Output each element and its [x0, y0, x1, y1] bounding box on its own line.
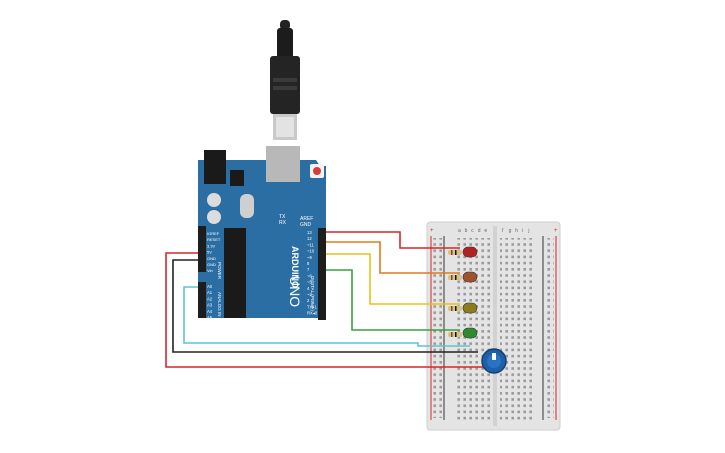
power-pin-label: GND — [207, 262, 216, 267]
atmega-chip — [224, 228, 246, 318]
power-header — [198, 226, 206, 272]
arduino-board[interactable]: ARDUINO UNO AREF GND DIGITAL (PWM~) TX R… — [198, 146, 326, 320]
digital-pin-label: ~11 — [307, 242, 314, 247]
rail-plus-label-right: + — [554, 228, 558, 234]
wires — [165, 231, 488, 368]
digital-pin-label: ~5 — [307, 280, 312, 285]
power-pin-label: RESET — [207, 237, 221, 242]
led-orange — [462, 271, 478, 283]
analog-label: ANALOG IN — [217, 292, 222, 317]
digital-pin-label: 7 — [307, 267, 310, 272]
column-letter: h — [515, 228, 518, 234]
digital-pin-label: TX▸1 — [307, 304, 317, 309]
resistor-1 — [448, 250, 462, 255]
tx-label: TX — [279, 214, 286, 220]
analog-pin-label: A4 — [207, 309, 213, 314]
column-letter: a — [458, 228, 461, 234]
column-letter: c — [471, 228, 474, 234]
digital-pin-label: 2 — [307, 298, 310, 303]
wire-pin11 — [326, 253, 460, 305]
power-label: POWER — [217, 262, 222, 280]
wire-5v-red — [165, 252, 488, 368]
wire-pin10 — [326, 269, 460, 331]
wire-a0-cyan — [183, 286, 470, 347]
power-jack — [204, 150, 226, 184]
analog-pin-label: A5 — [207, 315, 213, 320]
resistor-2 — [448, 275, 462, 280]
brand-label: ARDUINO — [290, 246, 300, 288]
power-pin-label: IOREF — [207, 231, 220, 236]
digital-pin-label: RX◂0 — [307, 311, 318, 316]
led-red — [462, 246, 478, 258]
rx-label: RX — [279, 220, 287, 226]
wire-pin12 — [326, 241, 460, 274]
digital-pin-label: ~6 — [307, 273, 312, 278]
gnd-label: GND — [300, 222, 312, 228]
led-yellow — [462, 302, 478, 314]
column-letter: g — [509, 228, 512, 234]
digital-pin-label: 13 — [307, 230, 312, 235]
digital-header — [318, 228, 326, 320]
led-green — [462, 327, 478, 339]
column-letter: j — [527, 228, 529, 234]
column-letter: d — [478, 228, 481, 234]
aref-label: AREF — [300, 216, 313, 222]
resistor-3 — [448, 306, 462, 311]
power-pin-label: GND — [207, 256, 216, 261]
potentiometer[interactable] — [481, 348, 507, 374]
digital-pin-label: 4 — [307, 286, 310, 291]
wire-pin13 — [326, 231, 460, 249]
digital-pin-label: ~9 — [307, 255, 312, 260]
digital-pin-label: 8 — [307, 261, 310, 266]
digital-pin-label: ~3 — [307, 292, 312, 297]
usb-port — [266, 146, 300, 182]
analog-pin-label: A1 — [207, 290, 213, 295]
digital-pin-label: ~10 — [307, 249, 315, 254]
analog-pin-label: A2 — [207, 296, 213, 301]
resistors — [448, 250, 462, 337]
column-letter: b — [465, 228, 468, 234]
column-letter: f — [502, 228, 504, 234]
usb-cable — [270, 20, 300, 140]
digital-label: DIGITAL (PWM~) — [310, 276, 315, 311]
column-letter: e — [484, 228, 487, 234]
leds — [462, 246, 478, 339]
resistor-4 — [448, 332, 462, 337]
column-letter: i — [522, 228, 523, 234]
power-pin-label: 5V — [207, 250, 212, 255]
wire-gnd-black — [172, 259, 478, 353]
analog-header — [198, 282, 206, 318]
power-pin-label: 3.3V — [207, 243, 216, 248]
digital-pin-label: 12 — [307, 236, 312, 241]
analog-pin-label: A0 — [207, 284, 213, 289]
power-pin-label: Vin — [207, 268, 213, 273]
rail-plus-label: + — [430, 228, 434, 234]
analog-pin-label: A3 — [207, 303, 213, 308]
model-label: UNO — [287, 276, 303, 307]
